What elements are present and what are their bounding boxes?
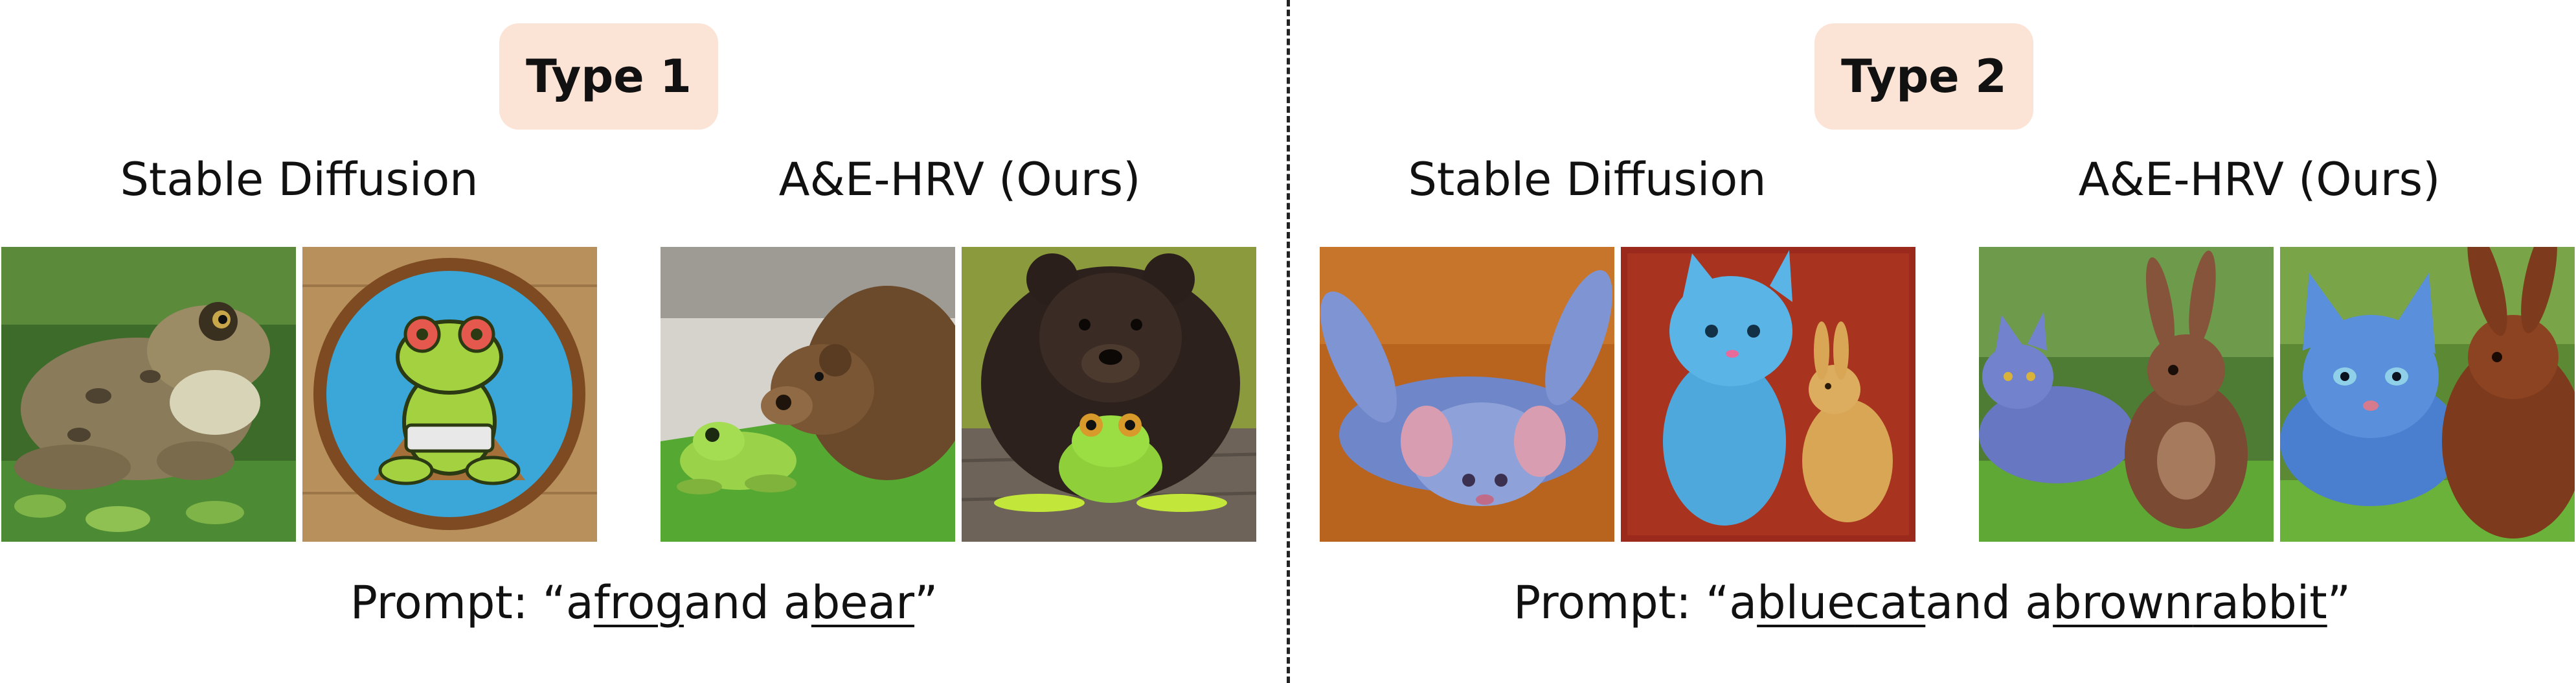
prompt-word-rabbit: rabbit [2193, 576, 2327, 629]
right-panel-type-2: Type 2 Stable Diffusion A&E-HRV (Ours) [1288, 0, 2576, 683]
sd-cat-rabbit-image-1 [1320, 247, 1614, 542]
left-panel-type-1: Type 1 Stable Diffusion A&E-HRV (Ours) [0, 23, 1288, 642]
stable-diffusion-label-left: Stable Diffusion [120, 153, 479, 206]
type-1-badge: Type 1 [499, 23, 718, 130]
prompt-word-brown: brown [2053, 576, 2193, 629]
prompt-word-bear: bear [811, 576, 915, 629]
prompt-suffix: ” [2327, 576, 2351, 629]
ours-label-left: A&E-HRV (Ours) [778, 153, 1141, 206]
ours-cat-rabbit-image-1 [1979, 247, 2274, 542]
prompt-caption-left: Prompt: “a frog and a bear” [0, 564, 1288, 642]
ours-frog-bear-image-1 [661, 247, 955, 542]
ours-frog-bear-image-2 [962, 247, 1256, 542]
stable-diffusion-label-right: Stable Diffusion [1408, 153, 1767, 206]
prompt-word-frog: frog [593, 576, 684, 629]
prompt-middle: and a [683, 576, 811, 629]
prompt-caption-right: Prompt: “a blue cat and a brown rabbit” [1288, 564, 2576, 642]
sd-frog-image-1 [1, 247, 296, 542]
prompt-suffix: ” [914, 576, 938, 629]
ours-label-right: A&E-HRV (Ours) [2078, 153, 2441, 206]
prompt-word-cat: cat [1855, 576, 1926, 629]
dashed-divider [1287, 0, 1290, 683]
sd-cat-rabbit-image-2 [1621, 247, 1915, 542]
prompt-prefix: Prompt: “a [350, 576, 594, 629]
ours-cat-rabbit-image-2 [2280, 247, 2575, 542]
prompt-prefix: Prompt: “a [1513, 576, 1757, 629]
prompt-middle: and a [1925, 576, 2053, 629]
prompt-word-blue: blue [1757, 576, 1855, 629]
type-2-badge: Type 2 [1814, 23, 2033, 130]
sd-frog-image-2 [302, 247, 597, 542]
